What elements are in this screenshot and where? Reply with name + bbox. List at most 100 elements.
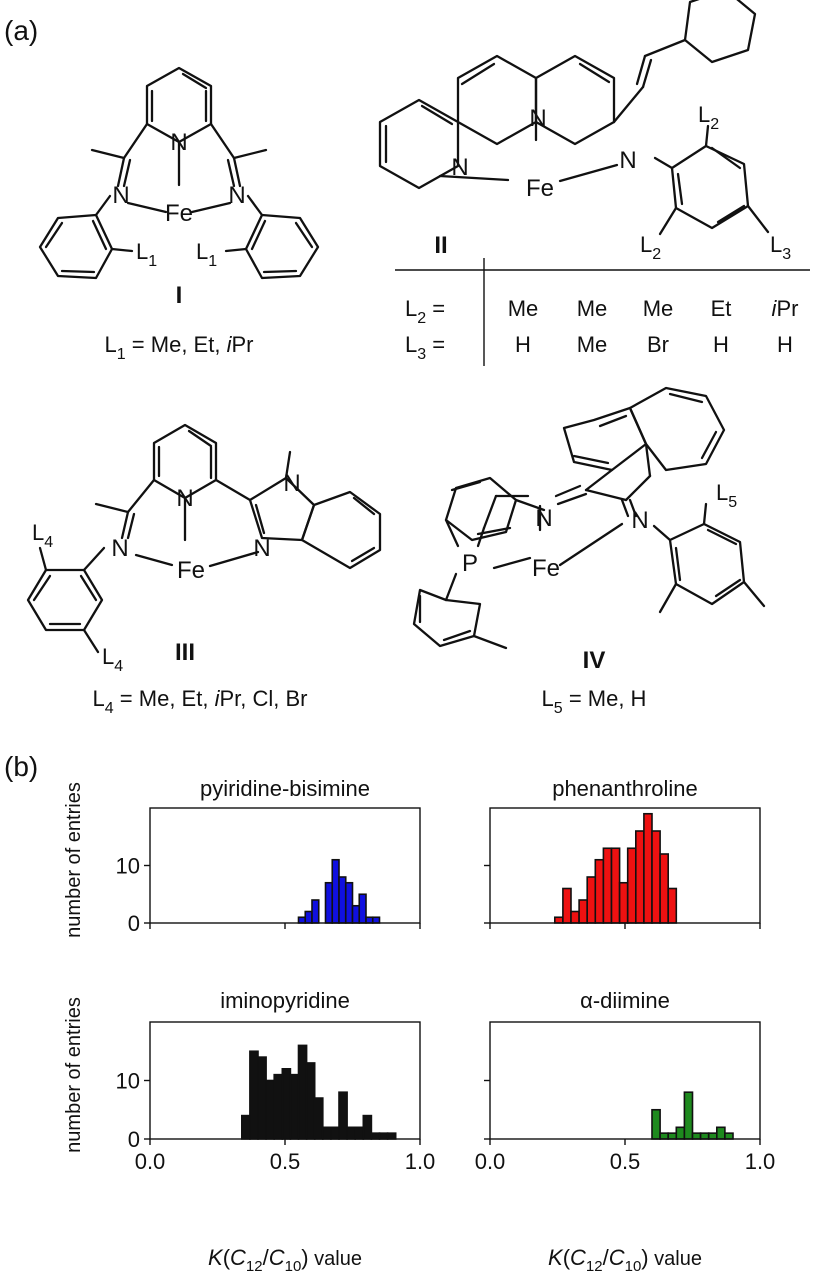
atom-n-pyridine-iii: N bbox=[176, 485, 193, 512]
histogram-0: pyiridine-bisimine 0 10 bbox=[116, 776, 421, 936]
histogram-bar bbox=[651, 830, 661, 924]
atom-n-right-i: N bbox=[228, 182, 245, 209]
y-tick-label: 10 bbox=[116, 1069, 140, 1094]
complex-iii-numeral: III bbox=[175, 639, 195, 666]
histogram-bar bbox=[249, 1050, 259, 1140]
histogram-title: α-diimine bbox=[580, 988, 670, 1013]
complex-iv-caption: L5 = Me, H bbox=[542, 686, 647, 717]
histogram-bar bbox=[667, 1132, 678, 1140]
histogram-bar bbox=[643, 812, 653, 924]
histogram-bar bbox=[659, 1132, 669, 1140]
table-r1-c5: iPr bbox=[772, 296, 799, 321]
table-r1-c1: Me bbox=[508, 296, 539, 321]
histogram-bar bbox=[659, 853, 669, 924]
complex-iv-structure bbox=[412, 386, 766, 650]
substituent-l4-top: L4 bbox=[32, 520, 53, 551]
histogram-1: phenanthroline bbox=[484, 776, 761, 929]
histogram-grid: pyiridine-bisimine010phenanthrolineimino… bbox=[116, 776, 776, 1174]
histogram-bar bbox=[304, 910, 313, 924]
histogram-bar bbox=[311, 899, 320, 924]
histogram-bar bbox=[378, 1132, 389, 1140]
y-axis-label-top: number of entries bbox=[63, 782, 85, 938]
histogram-bar bbox=[602, 847, 613, 924]
atom-fe-i: Fe bbox=[165, 200, 193, 227]
panel-a-label: (a) bbox=[4, 15, 38, 46]
histogram-bar bbox=[691, 1132, 702, 1140]
histogram-frame bbox=[489, 1021, 761, 1140]
histogram-bar bbox=[331, 858, 340, 924]
histogram-bar bbox=[675, 1126, 686, 1140]
histogram-bar bbox=[594, 858, 605, 924]
atom-n-amine-iv: N bbox=[535, 505, 552, 532]
complex-ii-structure bbox=[378, 0, 770, 236]
substituent-l5: L5 bbox=[716, 480, 737, 511]
atom-n-imine-iv: N bbox=[631, 507, 648, 534]
atom-n-imine-iii: N bbox=[111, 535, 128, 562]
histogram-bar bbox=[257, 1056, 267, 1140]
histogram-bar bbox=[586, 876, 597, 924]
histogram-bar bbox=[281, 1068, 292, 1140]
histogram-bar bbox=[570, 910, 580, 924]
histogram-bar bbox=[610, 847, 621, 924]
atom-n-left-i: N bbox=[112, 182, 129, 209]
histogram-bar bbox=[330, 1126, 340, 1140]
table-r2-c1: H bbox=[515, 332, 531, 357]
substituent-l3: L3 bbox=[770, 232, 791, 263]
complex-ii-numeral: II bbox=[434, 232, 447, 259]
substituent-l1-left: L1 bbox=[136, 239, 157, 270]
histogram-frame bbox=[149, 807, 421, 924]
y-tick-label: 10 bbox=[116, 854, 140, 879]
atom-n-benzimidazole-iii: N bbox=[253, 535, 270, 562]
histogram-bar bbox=[321, 1126, 332, 1140]
histogram-bar bbox=[386, 1132, 397, 1140]
substituent-l1-right: L1 bbox=[196, 239, 217, 270]
table-r1-c3: Me bbox=[643, 296, 674, 321]
histogram-bar bbox=[626, 847, 637, 924]
atom-n-pyridine-ii: N bbox=[451, 154, 468, 181]
histogram-title: pyiridine-bisimine bbox=[200, 776, 370, 801]
histogram-bar bbox=[683, 1091, 694, 1140]
histogram-bar bbox=[562, 887, 572, 924]
table-r2-c2: Me bbox=[577, 332, 608, 357]
atom-n-pyridine-i: N bbox=[170, 129, 187, 156]
histogram-bar bbox=[358, 893, 367, 924]
histogram-bar bbox=[578, 899, 588, 924]
histogram-bar bbox=[651, 1108, 661, 1140]
table-r1-c2: Me bbox=[577, 296, 608, 321]
histogram-bar bbox=[346, 1126, 357, 1140]
x-tick-label: 1.0 bbox=[405, 1149, 436, 1174]
atom-fe-iii: Fe bbox=[177, 557, 205, 584]
substituent-l4-bottom: L4 bbox=[102, 644, 123, 675]
x-axis-label-left: K(C12/C10) value bbox=[208, 1245, 362, 1273]
histogram-bar bbox=[371, 916, 381, 924]
table-r2-c4: H bbox=[713, 332, 729, 357]
histogram-bar bbox=[289, 1073, 300, 1140]
histogram-bar bbox=[338, 876, 347, 924]
histogram-bar bbox=[618, 881, 629, 924]
histogram-bar bbox=[313, 1097, 324, 1140]
atom-fe-iv: Fe bbox=[532, 555, 560, 582]
histogram-bar bbox=[305, 1062, 316, 1140]
x-tick-label: 0.0 bbox=[475, 1149, 506, 1174]
complex-iii-caption: L4 = Me, Et, iPr, Cl, Br bbox=[93, 686, 308, 717]
x-axis-label-right: K(C12/C10) value bbox=[548, 1245, 702, 1273]
histogram-bar bbox=[297, 916, 307, 924]
histogram-bar bbox=[344, 881, 354, 924]
histogram-bar bbox=[553, 916, 564, 924]
histogram-bar bbox=[273, 1073, 284, 1140]
complex-i-numeral: I bbox=[176, 282, 183, 309]
atom-p-iv: P bbox=[462, 550, 478, 577]
y-axis-label-bottom: number of entries bbox=[63, 997, 85, 1153]
histogram-bar bbox=[324, 881, 334, 924]
x-tick-label: 0.0 bbox=[135, 1149, 166, 1174]
panel-b-label: (b) bbox=[4, 751, 38, 782]
histogram-bar bbox=[297, 1044, 308, 1140]
y-tick-label: 0 bbox=[128, 911, 140, 936]
histogram-bar bbox=[338, 1091, 348, 1140]
table-r2-c3: Br bbox=[647, 332, 669, 357]
histogram-bar bbox=[715, 1126, 726, 1140]
complex-iv-numeral: IV bbox=[583, 647, 606, 674]
